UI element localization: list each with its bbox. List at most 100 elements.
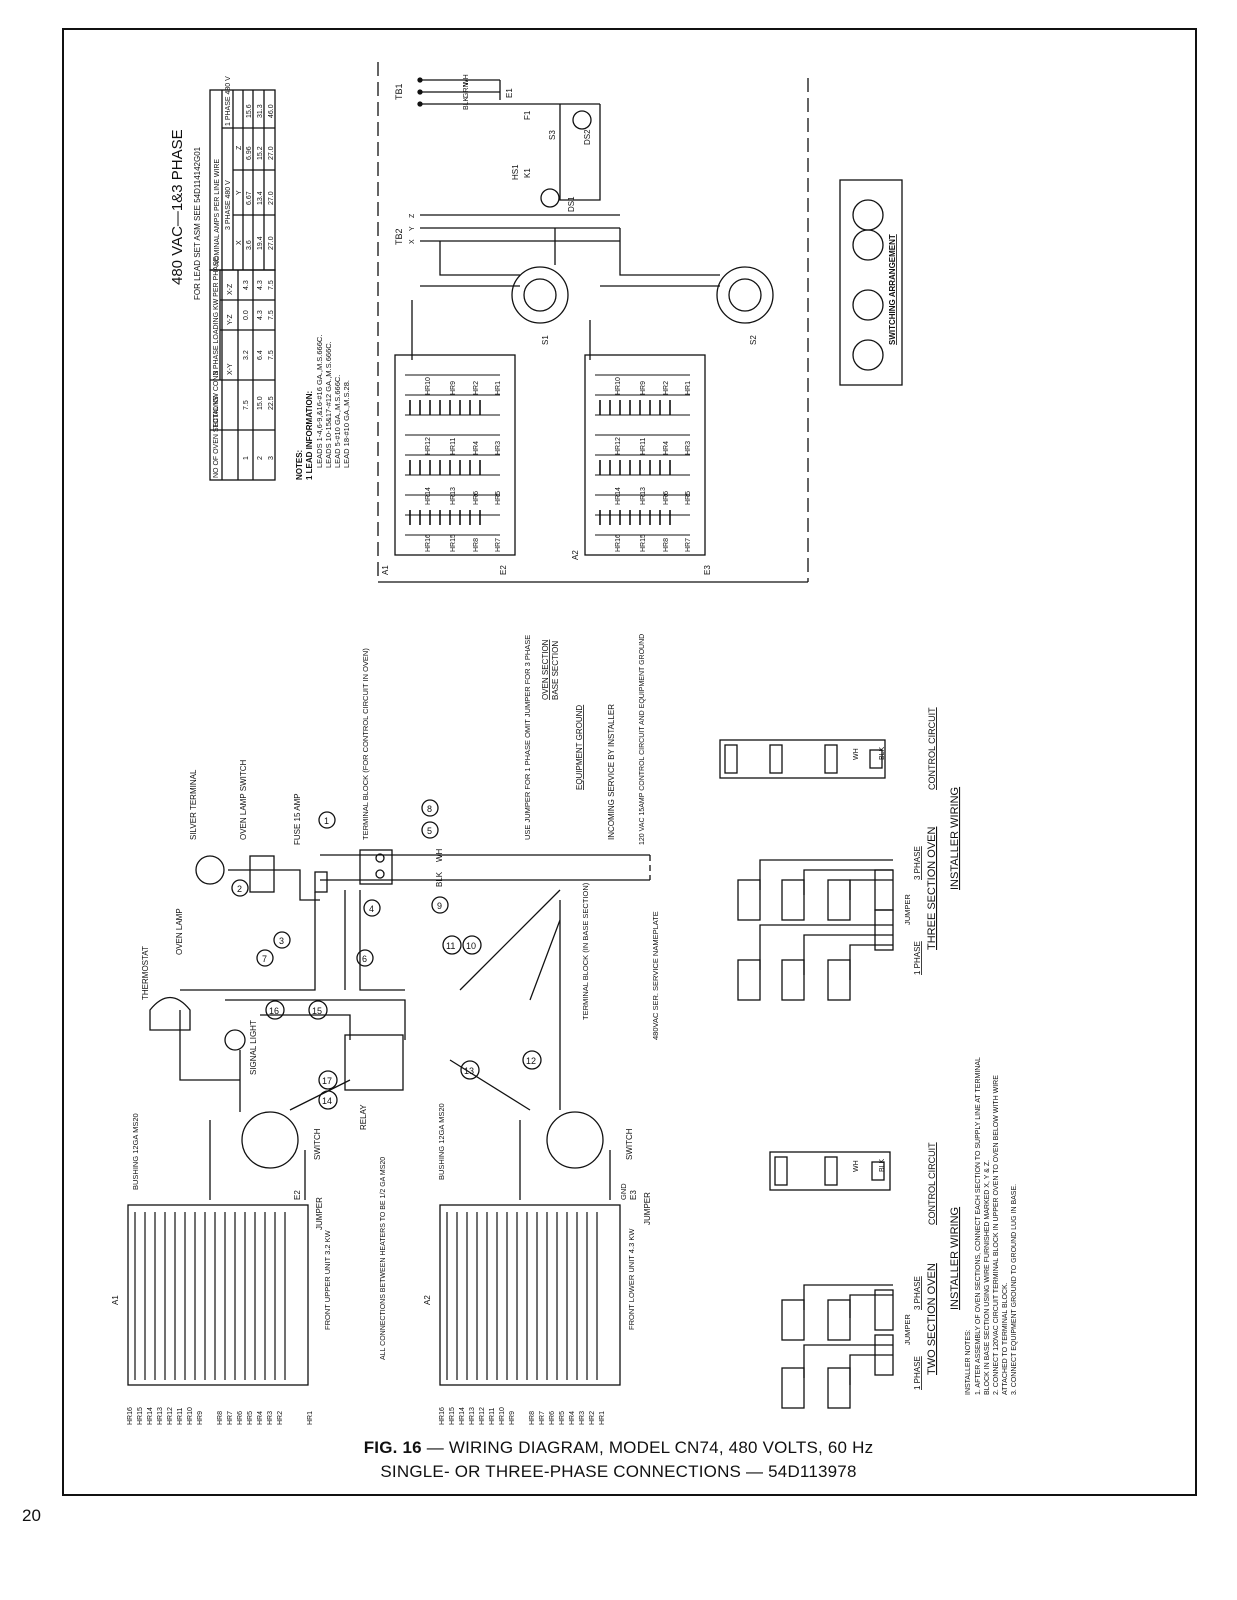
i3-wh: WH <box>853 748 860 760</box>
wire-number: 13 <box>464 1066 474 1076</box>
at-group: NOMINAL AMPS PER LINE WIRE <box>214 159 221 266</box>
s2-switch-pictorial-icon <box>546 1111 604 1169</box>
hr-label: HR5 <box>495 491 502 505</box>
page-number: 20 <box>22 1506 41 1525</box>
switch-label-1: SWITCH <box>313 1128 322 1160</box>
lt-cell: 4.3 <box>257 280 264 290</box>
pw-blk: BLK <box>435 871 444 887</box>
bushing-label-1: BUSHING 12GA MS20 <box>131 1113 140 1190</box>
wire-number: 12 <box>526 1056 536 1066</box>
hr-list-item: HR1 <box>599 1411 606 1425</box>
hr-label: HR16 <box>425 534 432 552</box>
hr-label: HR13 <box>640 487 647 505</box>
hr-label: HR11 <box>450 438 457 455</box>
heater-bank-a2 <box>584 354 706 556</box>
hr-label: HR3 <box>685 441 692 455</box>
hr-label: HR7 <box>495 538 502 552</box>
lt-cell: 7.5 <box>268 310 275 320</box>
hr-list-item: HR10 <box>187 1407 194 1425</box>
i3-section: THREE SECTION OVEN <box>926 826 938 950</box>
schematic: TB1 WH GRN BLK E1 DS2 F1 S3 HS1 K1 DS1 T… <box>377 62 903 583</box>
hr-list-item: HR11 <box>489 1408 496 1425</box>
lt-cell: 3 <box>268 456 275 460</box>
hr-label: HR9 <box>640 381 647 395</box>
lt-cell: 7.5 <box>243 400 250 410</box>
notes-line: LEAD 5-#10 GA.,M.S.666C. <box>333 375 342 468</box>
hr-list-item: HR14 <box>459 1407 466 1425</box>
at-hz: Z <box>236 145 243 150</box>
wire-number: 16 <box>269 1006 279 1016</box>
incoming-service: INCOMING SERVICE BY INSTALLER <box>607 704 616 840</box>
i3-phase3: 3 PHASE <box>913 846 922 880</box>
lt-cell: 4.3 <box>257 310 264 320</box>
terminal-block-tb1 <box>359 849 393 885</box>
pa2-label: A2 <box>423 1295 432 1305</box>
hr-list-item: HR15 <box>137 1407 144 1425</box>
s2-switch-icon <box>716 266 774 324</box>
lt-cell: 7.5 <box>268 350 275 360</box>
switch-position-icon <box>852 289 884 321</box>
wire-number: 5 <box>427 826 432 836</box>
hr-list-item: HR12 <box>479 1407 486 1425</box>
lt-cell: 7.5 <box>268 280 275 290</box>
hr-label: HR4 <box>473 441 480 455</box>
lt-h4: X-Z <box>227 283 234 295</box>
at-cell: 3.6 <box>246 240 253 250</box>
installer-notes: INSTALLER NOTES: 1. AFTER ASSEMBLY OF OV… <box>965 1057 1018 1395</box>
i2-wh: WH <box>853 1160 860 1172</box>
thermostat-icon <box>149 996 191 1031</box>
tb2-y: Y <box>409 226 416 231</box>
hr-label: HR5 <box>685 491 692 505</box>
pa1-label: A1 <box>111 1295 120 1305</box>
hr-list-item: HR7 <box>539 1411 546 1425</box>
lt-h2: X-Y <box>227 363 234 375</box>
ds2-lamp-icon <box>572 110 592 130</box>
i3-blk: BLK <box>879 746 886 760</box>
signal-light-icon <box>224 1029 246 1051</box>
hr-label: HR15 <box>450 534 457 552</box>
oven-lamp-icon <box>195 855 225 885</box>
wire-number: 17 <box>322 1076 332 1086</box>
lt-h0: NO OF OVEN SECTIONS <box>213 396 220 478</box>
wire-number: 4 <box>369 904 374 914</box>
installer-two-section: WH BLK 3 PHASE 1 PHASE JUMPER TWO SECTIO… <box>769 1142 961 1409</box>
hr-list-item: HR16 <box>127 1407 134 1425</box>
hr-list-item: HR2 <box>277 1411 284 1425</box>
lt-cell: 4.3 <box>243 280 250 290</box>
heater-unit-a1 <box>127 1204 309 1386</box>
hr-label: HR14 <box>615 487 622 505</box>
lead-notes: NOTES: 1 LEAD INFORMATION: LEADS 1-4,6-9… <box>295 335 351 480</box>
lt-cell: 0.0 <box>243 310 250 320</box>
loading-table: NO OF OVEN SECTIONS TOTAL KW CONN 3 PHAS… <box>209 256 276 481</box>
hr-list-item: HR4 <box>569 1411 576 1425</box>
wire-number: 8 <box>427 804 432 814</box>
hr-list-item: HR16 <box>439 1407 446 1425</box>
fuse-icon <box>314 871 328 893</box>
wire-number: 7 <box>262 954 267 964</box>
at-cell: 15.2 <box>257 146 264 160</box>
hr-label: HR7 <box>685 538 692 552</box>
f1-label: F1 <box>523 110 532 120</box>
pe2-label: E2 <box>293 1190 302 1200</box>
wire-blk: BLK <box>463 96 470 110</box>
i2-wiring: INSTALLER WIRING <box>949 1207 961 1310</box>
lt-cell: 2 <box>257 456 264 460</box>
lt-cell: 15.0 <box>257 396 264 410</box>
hr-label: HR9 <box>450 381 457 395</box>
i3-jumper: JUMPER <box>903 894 912 925</box>
pictorial-wiring: WH BLK SILVER TERMINAL OVEN LAMP SWITCH … <box>111 634 660 1386</box>
notes-line: LEAD 18-#10 GA.,M.S.28. <box>342 380 351 468</box>
hr-list-item: HR13 <box>469 1407 476 1425</box>
wire-number: 9 <box>437 901 442 911</box>
heater-bank-a1 <box>394 354 516 556</box>
hr-label: HR8 <box>663 538 670 552</box>
page-frame <box>62 28 1197 1496</box>
hr-label: HR14 <box>425 487 432 505</box>
wire-grn: GRN <box>463 82 470 98</box>
heater-list-b: HR16 HR15 HR14 HR13 HR12 HR11 HR10 HR9 H… <box>439 1407 606 1425</box>
wire-number-markers: 1 2 3 4 5 6 7 8 9 10 11 12 13 14 15 16 1… <box>231 799 542 1110</box>
hr-list-item: HR11 <box>177 1408 184 1425</box>
terminal-block-label: TERMINAL BLOCK (FOR CONTROL CIRCUIT IN O… <box>361 648 370 840</box>
oven-lamp-switch-icon <box>249 855 275 893</box>
wire-number: 6 <box>362 954 367 964</box>
